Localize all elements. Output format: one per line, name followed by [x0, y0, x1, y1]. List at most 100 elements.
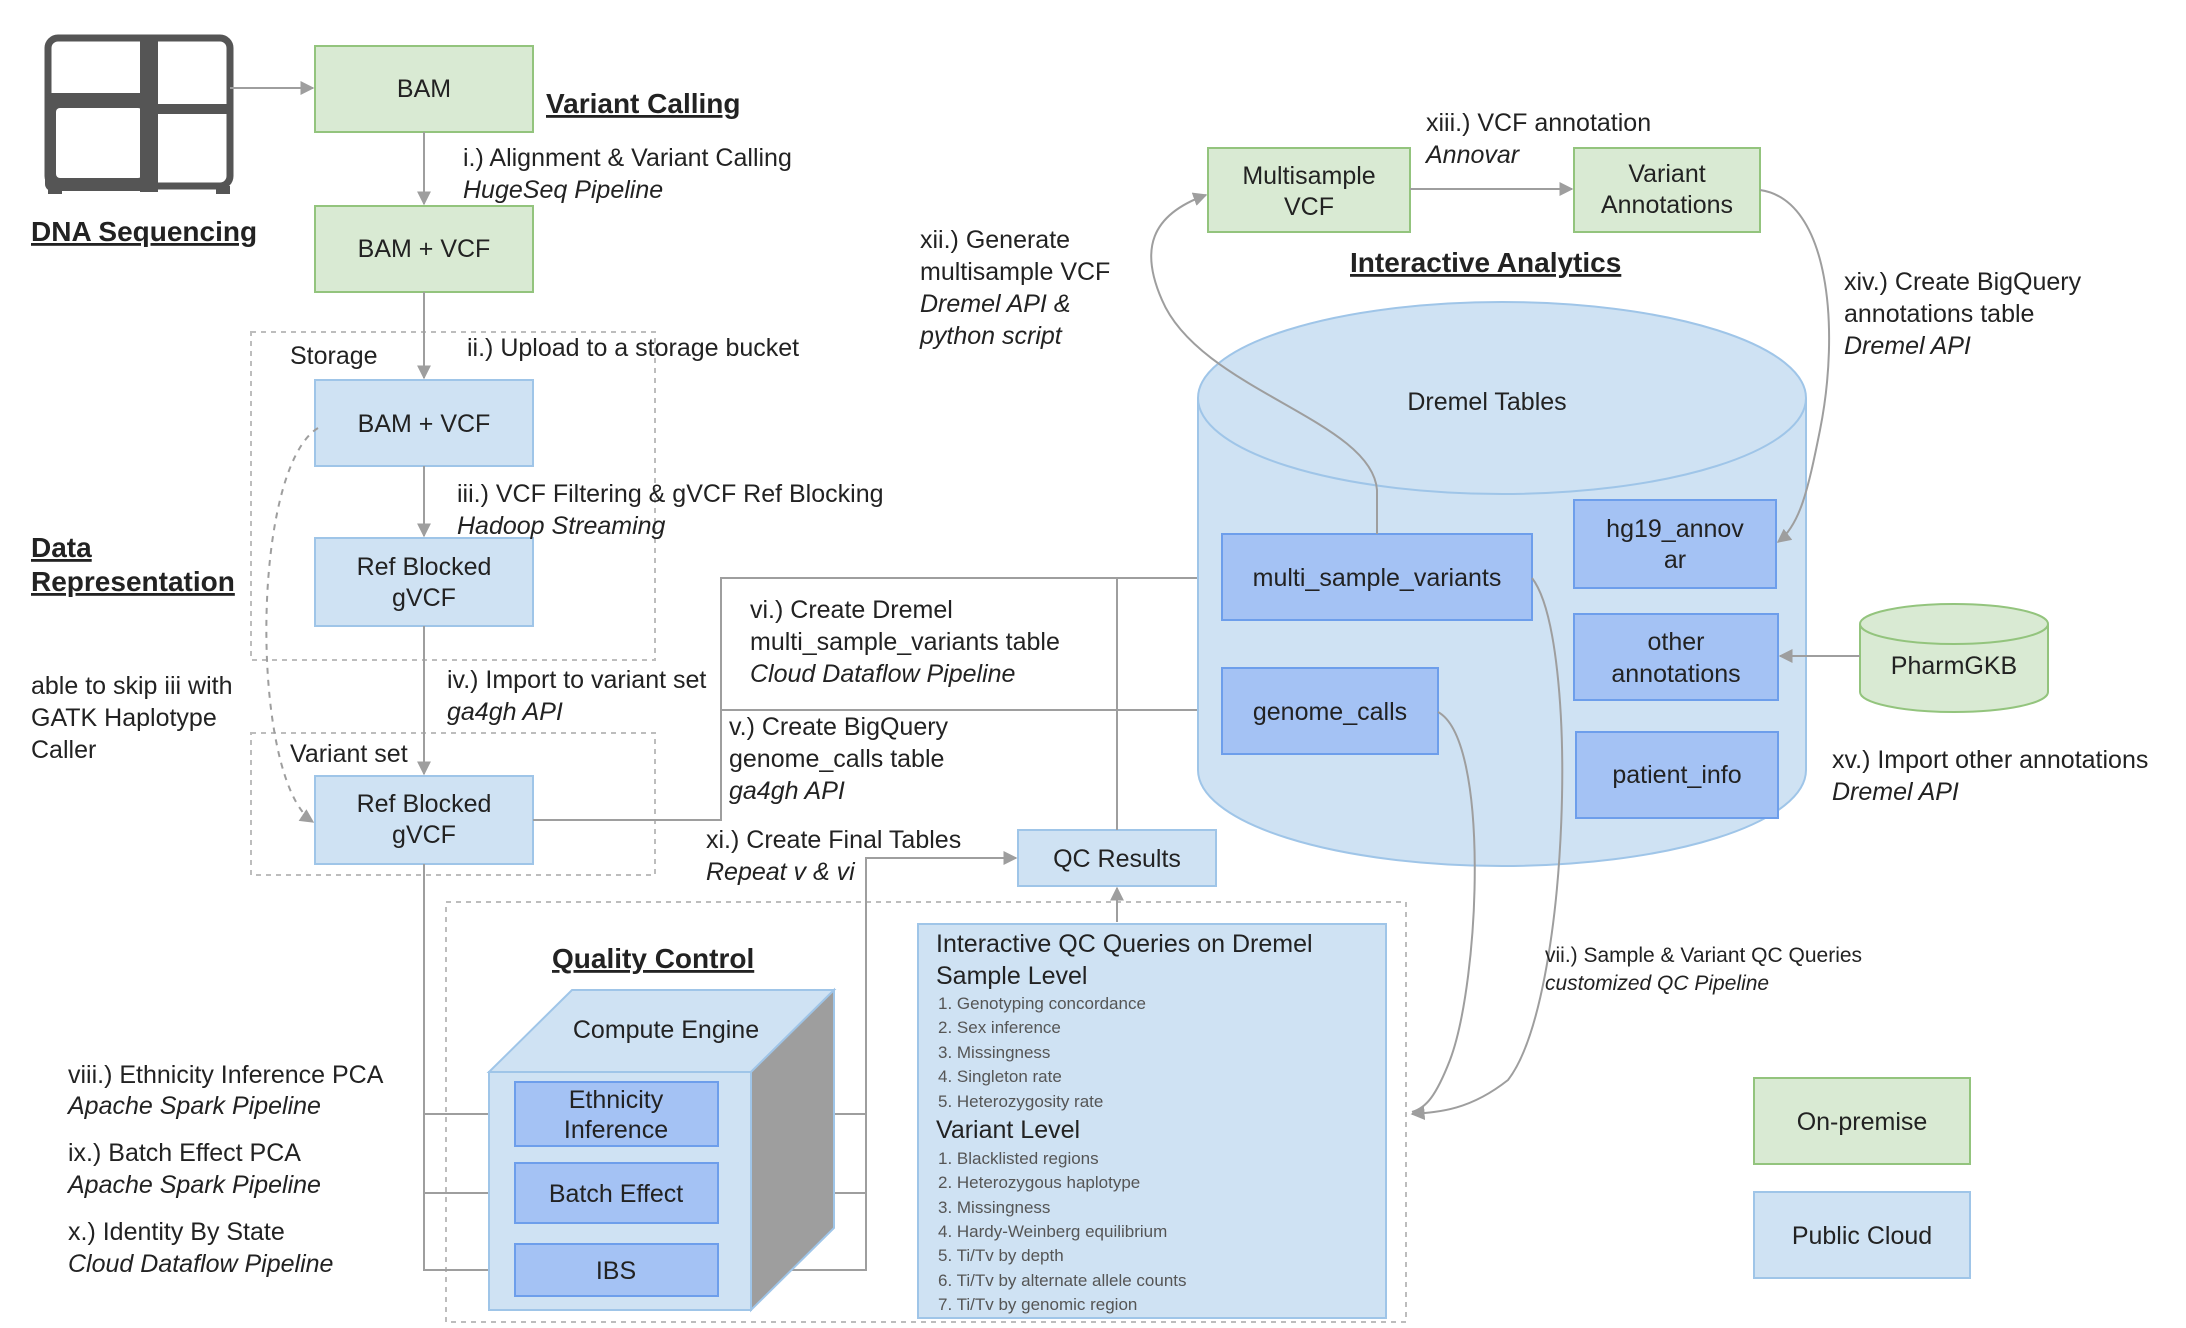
step-xi-title: xi.) Create Final Tables	[706, 826, 961, 854]
qc-variant-item: 6. Ti/Tv by alternate allele counts	[938, 1271, 1187, 1290]
node-multisample-vcf[interactable]: Multisample VCF	[1207, 147, 1411, 233]
qc-variant-item: 3. Missingness	[938, 1198, 1050, 1217]
pharmgkb-database[interactable]: PharmGKB	[1859, 603, 2049, 713]
step-vi-title-line1: vi.) Create Dremel	[750, 596, 953, 624]
svg-text:genome_calls: genome_calls	[1253, 698, 1407, 726]
qc-queries-panel	[917, 923, 1387, 1319]
step-vi-title-line2: multi_sample_variants table	[750, 628, 1060, 656]
svg-text:Annotations: Annotations	[1601, 191, 1733, 219]
step-xi-tool: Repeat v & vi	[706, 858, 856, 886]
svg-text:gVCF: gVCF	[392, 821, 456, 849]
step-iv-title: iv.) Import to variant set	[447, 666, 706, 694]
variant-set-label: Variant set	[290, 740, 408, 768]
svg-text:Ethnicity: Ethnicity	[569, 1086, 664, 1114]
svg-text:Ref Blocked: Ref Blocked	[357, 790, 492, 818]
step-viii-title: viii.) Ethnicity Inference PCA	[68, 1061, 384, 1089]
svg-text:Inference: Inference	[564, 1116, 668, 1144]
variant-set-container	[250, 732, 656, 876]
node-variant-annotations[interactable]: Variant Annotations	[1573, 147, 1761, 233]
table-hg19-annovar[interactable]: hg19_annov ar	[1573, 499, 1777, 589]
step-ix-title: ix.) Batch Effect PCA	[68, 1139, 301, 1167]
section-data-representation-line2: Representation	[31, 566, 235, 597]
storage-label: Storage	[290, 342, 378, 370]
section-variant-calling: Variant Calling	[546, 88, 741, 119]
node-batch-effect[interactable]: Batch Effect	[514, 1162, 719, 1224]
qc-variant-level-heading: Variant Level	[936, 1116, 1080, 1144]
section-quality-control: Quality Control	[552, 943, 754, 974]
svg-text:Variant: Variant	[1628, 160, 1705, 188]
section-dna-sequencing: DNA Sequencing	[31, 216, 257, 247]
svg-text:Batch Effect: Batch Effect	[549, 1180, 683, 1208]
svg-text:Ref Blocked: Ref Blocked	[357, 553, 492, 581]
step-i-title: i.) Alignment & Variant Calling	[463, 144, 792, 172]
skip-note-line3: Caller	[31, 736, 96, 764]
edge-variantset-to-dremel	[533, 571, 1222, 821]
step-iv-tool: ga4gh API	[447, 698, 563, 726]
svg-text:multi_sample_variants: multi_sample_variants	[1253, 564, 1502, 592]
step-xii-tool-line2: python script	[919, 322, 1063, 350]
step-xiii-title: xiii.) VCF annotation	[1426, 109, 1651, 137]
svg-text:gVCF: gVCF	[392, 584, 456, 612]
svg-text:BAM: BAM	[397, 75, 451, 103]
qc-sample-item: 4. Singleton rate	[938, 1067, 1062, 1086]
edge-msv-to-qc-panel	[1410, 577, 1564, 1121]
node-ref-blocked-gvcf-variant-set[interactable]: Ref Blocked gVCF	[314, 775, 534, 865]
qc-variant-item: 2. Heterozygous haplotype	[938, 1173, 1140, 1192]
step-ii-title: ii.) Upload to a storage bucket	[467, 334, 799, 362]
step-i-tool: HugeSeq Pipeline	[463, 176, 663, 204]
step-vii-tool: customized QC Pipeline	[1545, 972, 1769, 995]
qc-sample-item: 5. Heterozygosity rate	[938, 1092, 1103, 1111]
edge-annotations-to-hg19	[1759, 189, 1831, 543]
step-xiv-tool: Dremel API	[1844, 332, 1971, 360]
qc-sample-item: 3. Missingness	[938, 1043, 1050, 1062]
node-ibs[interactable]: IBS	[514, 1243, 719, 1297]
table-genome-calls[interactable]: genome_calls	[1221, 667, 1439, 755]
step-iii-title: iii.) VCF Filtering & gVCF Ref Blocking	[457, 480, 884, 508]
legend-public-cloud: Public Cloud	[1753, 1191, 1971, 1279]
step-v-title-line1: v.) Create BigQuery	[729, 713, 949, 741]
node-ref-blocked-gvcf-storage[interactable]: Ref Blocked gVCF	[314, 537, 534, 627]
qc-sample-level-heading: Sample Level	[936, 962, 1087, 990]
step-vii-title: vii.) Sample & Variant QC Queries	[1545, 944, 1862, 967]
step-xii-tool-line1: Dremel API &	[920, 290, 1071, 318]
step-viii-tool: Apache Spark Pipeline	[66, 1092, 321, 1120]
node-qc-results[interactable]: QC Results	[1017, 829, 1217, 887]
svg-text:patient_info: patient_info	[1612, 761, 1741, 789]
section-data-representation-line1: Data	[31, 532, 92, 563]
node-bam-vcf-cloud[interactable]: BAM + VCF	[314, 379, 534, 467]
step-xii-title-line2: multisample VCF	[920, 258, 1110, 286]
step-iii-tool: Hadoop Streaming	[457, 512, 666, 540]
svg-text:On-premise: On-premise	[1797, 1108, 1928, 1136]
svg-text:VCF: VCF	[1284, 193, 1334, 221]
table-other-annotations[interactable]: other annotations	[1573, 613, 1779, 701]
qc-sample-item: 2. Sex inference	[938, 1018, 1061, 1037]
node-bam-vcf-onprem[interactable]: BAM + VCF	[314, 205, 534, 293]
step-xv-title: xv.) Import other annotations	[1832, 746, 2148, 774]
table-patient-info[interactable]: patient_info	[1575, 731, 1779, 819]
dremel-tables-label: Dremel Tables	[1407, 388, 1566, 416]
step-xiv-title-line2: annotations table	[1844, 300, 2034, 328]
svg-text:ar: ar	[1664, 546, 1686, 574]
svg-text:Multisample: Multisample	[1242, 162, 1375, 190]
node-ethnicity-inference[interactable]: Ethnicity Inference	[514, 1081, 719, 1147]
svg-text:Public Cloud: Public Cloud	[1792, 1222, 1932, 1250]
step-xiii-tool: Annovar	[1424, 141, 1521, 169]
quality-control-container	[445, 901, 1407, 1323]
skip-note-line2: GATK Haplotype	[31, 704, 217, 732]
step-x-title: x.) Identity By State	[68, 1218, 285, 1246]
node-bam[interactable]: BAM	[314, 45, 534, 133]
step-xv-tool: Dremel API	[1832, 778, 1959, 806]
qc-variant-item: 4. Hardy-Weinberg equilibrium	[938, 1222, 1167, 1241]
edge-compute-to-qc-results	[720, 851, 1018, 1271]
edge-skip-iii	[265, 427, 319, 823]
table-multi-sample-variants[interactable]: multi_sample_variants	[1221, 533, 1533, 621]
svg-text:QC Results: QC Results	[1053, 845, 1181, 873]
svg-text:other: other	[1648, 628, 1705, 656]
step-vi-tool: Cloud Dataflow Pipeline	[750, 660, 1015, 688]
svg-text:PharmGKB: PharmGKB	[1891, 652, 2017, 680]
svg-text:IBS: IBS	[596, 1257, 636, 1285]
svg-text:BAM + VCF: BAM + VCF	[358, 410, 491, 438]
step-xii-title-line1: xii.) Generate	[920, 226, 1070, 254]
section-interactive-analytics: Interactive Analytics	[1350, 247, 1621, 278]
